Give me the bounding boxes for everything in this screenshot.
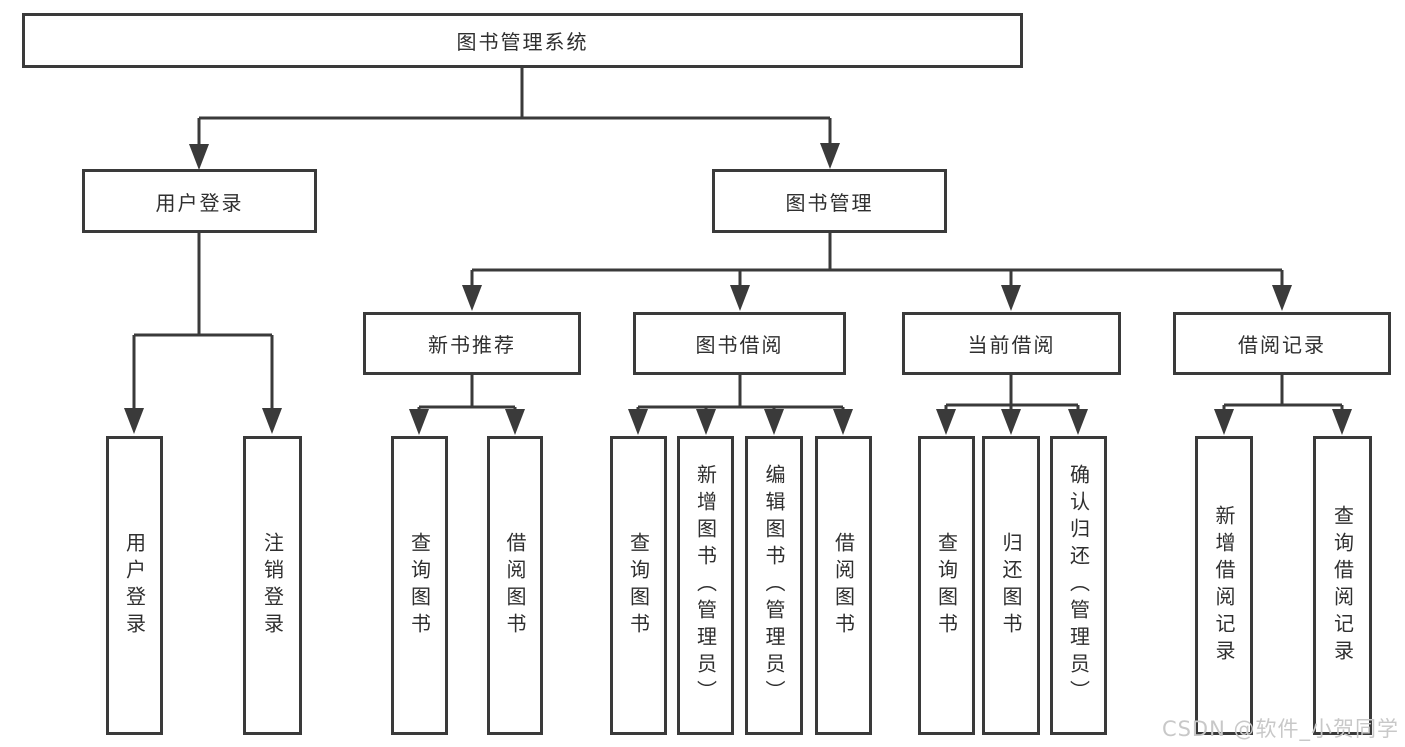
leaf-add-books-admin: 新增图书（管理员） <box>677 436 734 735</box>
leaf-query-borrow-record-label: 查询借阅记录 <box>1330 504 1355 667</box>
node-current-borrow-label: 当前借阅 <box>967 333 1056 357</box>
leaf-add-borrow-record: 新增借阅记录 <box>1195 436 1253 735</box>
leaf-borrow-query-books: 查询图书 <box>610 436 667 735</box>
leaf-borrow-books: 借阅图书 <box>815 436 872 735</box>
leaf-confirm-return-admin-label: 确认归还（管理员） <box>1066 464 1091 707</box>
node-book-management-label: 图书管理 <box>785 190 874 215</box>
leaf-borrow-books-label: 借阅图书 <box>831 531 856 640</box>
leaf-user-login-label: 用户登录 <box>122 531 147 640</box>
node-new-book-recommend-label: 新书推荐 <box>428 333 516 357</box>
leaf-return-books: 归还图书 <box>982 436 1040 735</box>
connector-user-login-to-leaves <box>124 233 282 434</box>
node-book-borrow: 图书借阅 <box>633 312 846 375</box>
leaf-user-login: 用户登录 <box>106 436 163 735</box>
connector-book-management-to-level3 <box>462 233 1292 311</box>
node-user-login: 用户登录 <box>82 169 317 233</box>
node-borrow-records-label: 借阅记录 <box>1238 333 1326 357</box>
leaf-recommend-borrow-books: 借阅图书 <box>487 436 543 735</box>
leaf-add-books-admin-label: 新增图书（管理员） <box>693 464 718 707</box>
connector-book-borrow-to-leaves <box>628 375 853 435</box>
leaf-recommend-query-books: 查询图书 <box>391 436 448 735</box>
leaf-query-borrow-record: 查询借阅记录 <box>1313 436 1372 735</box>
leaf-add-borrow-record-label: 新增借阅记录 <box>1212 504 1236 667</box>
leaf-borrow-query-books-label: 查询图书 <box>626 531 651 640</box>
leaf-current-query-books-label: 查询图书 <box>934 531 959 640</box>
node-book-borrow-label: 图书借阅 <box>695 333 784 357</box>
leaf-recommend-query-books-label: 查询图书 <box>407 531 432 640</box>
watermark: CSDN @软件_小贺同学 <box>1161 717 1399 741</box>
leaf-return-books-label: 归还图书 <box>999 531 1023 640</box>
leaf-confirm-return-admin: 确认归还（管理员） <box>1050 436 1107 735</box>
leaf-logout: 注销登录 <box>243 436 302 735</box>
node-borrow-records: 借阅记录 <box>1173 312 1391 375</box>
node-new-book-recommend: 新书推荐 <box>363 312 581 375</box>
leaf-recommend-borrow-books-label: 借阅图书 <box>503 531 527 640</box>
leaf-edit-books-admin-label: 编辑图书（管理员） <box>762 464 786 707</box>
leaf-logout-label: 注销登录 <box>260 531 285 640</box>
node-user-login-label: 用户登录 <box>155 190 244 215</box>
node-library-system: 图书管理系统 <box>22 13 1023 68</box>
connector-root-to-level2 <box>189 68 840 170</box>
leaf-edit-books-admin: 编辑图书（管理员） <box>745 436 803 735</box>
leaf-current-query-books: 查询图书 <box>918 436 975 735</box>
node-current-borrow: 当前借阅 <box>902 312 1121 375</box>
node-library-system-label: 图书管理系统 <box>456 30 589 54</box>
connector-borrow-records-to-leaves <box>1214 375 1352 435</box>
connector-current-borrow-to-leaves <box>936 375 1088 435</box>
node-book-management: 图书管理 <box>712 169 947 233</box>
connector-new-book-recommend-to-leaves <box>409 375 525 435</box>
